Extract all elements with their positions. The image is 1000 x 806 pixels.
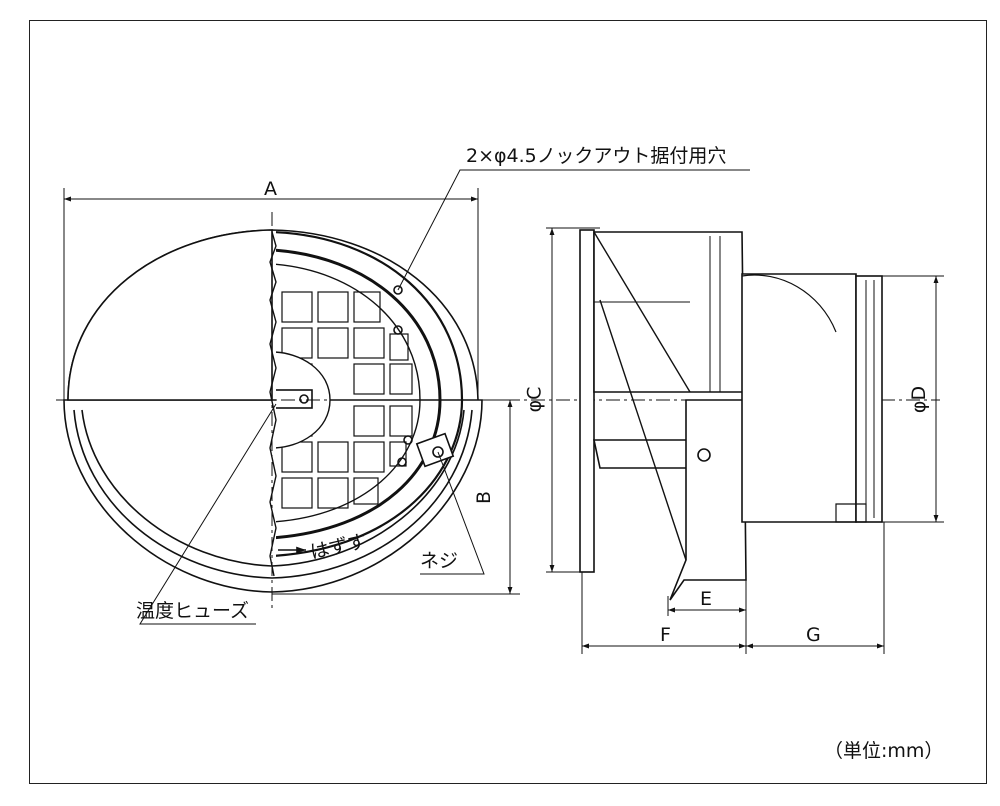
leader-mounting-hole [397,169,750,291]
front-view [63,229,483,593]
callout-thermal-fuse: 温度ヒューズ [136,600,250,622]
leader-screw [420,451,485,575]
screw [432,446,444,458]
body-upper [593,231,745,393]
screw-clip [415,432,455,468]
hood-skirt [669,399,747,601]
dim-label-c: φC [523,386,546,413]
dim-label-b: B [473,490,496,505]
dim-label-e: E [700,588,713,610]
side-screw [697,448,711,462]
skirt-inner-1 [73,409,473,579]
thermal-fuse-body [276,389,313,409]
side-view [579,229,883,601]
dim-label-f: F [660,624,671,646]
drawing-frame [29,20,987,784]
leader-lines [139,169,750,625]
duct-end [855,275,883,523]
dimension-lines [63,188,944,654]
cut-line [269,231,277,577]
dim-label-d: φD [908,385,931,414]
flange [579,229,595,573]
cutaway-interior [276,231,464,557]
mounting-hole [393,285,403,295]
dim-label-a: A [264,178,277,200]
duct-cap [741,274,837,333]
callout-mounting-holes: 2×φ4.5ノックアウト据付用穴 [466,145,727,167]
unit-note: （単位:mm） [824,740,944,762]
leader-thermal-fuse [139,403,277,625]
callout-screw: ネジ [420,550,459,572]
body-lower [593,439,691,469]
dim-label-g: G [806,624,821,646]
duct [741,273,857,523]
hood-left [67,229,273,401]
